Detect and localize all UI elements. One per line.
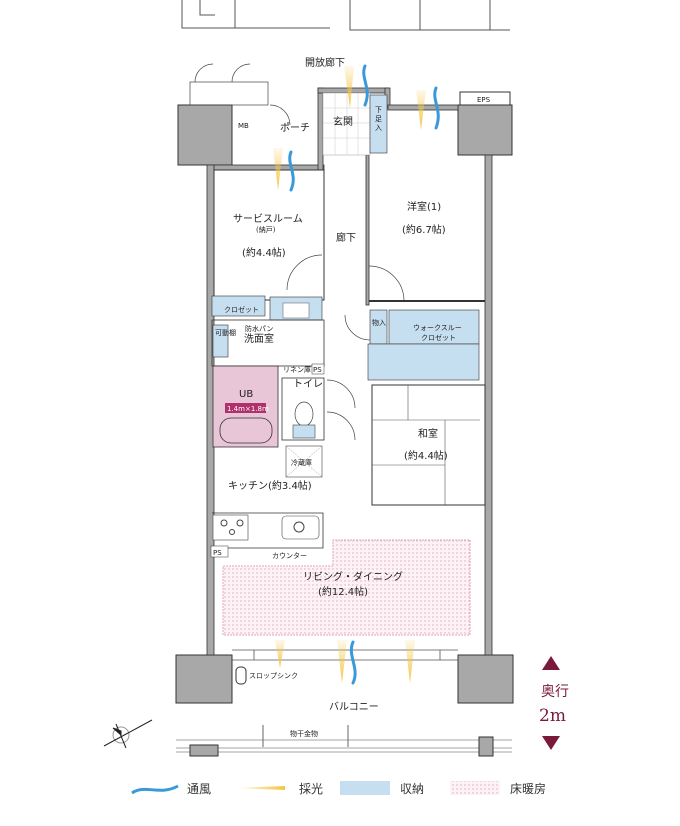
compass-icon [103,719,153,749]
ub-size-tag [225,403,266,413]
arrow-up-icon [542,656,560,670]
floor-heating-swatch [450,781,500,795]
kitchen-counter [212,512,324,549]
depth-indicator: 奥行 2m [539,656,569,750]
label-linen: リネン庫 [283,365,311,374]
light-indicators [273,66,426,683]
label-balcony: バルコニー [329,701,379,713]
walk-through-closet [388,309,480,345]
label-waterproof-pan: 防水パン [245,324,273,333]
movable-shelf [212,324,229,358]
wind-icon [131,784,179,795]
balcony-rail [176,739,512,753]
label-storage: 物入 [372,318,386,327]
label-shoe-storage: 下足入 [375,106,382,132]
legend: 通風 採光 収納 床暖房 [131,781,546,796]
label-service-room-size: (約4.4帖) [242,246,286,259]
label-mb: MB [238,122,249,130]
label-service-room-sub: (納戸) [256,225,276,234]
eps-box [459,91,511,106]
label-movable-shelf: 可動棚 [215,328,236,337]
label-depth: 奥行 [541,683,569,700]
label-wtc-2: クロゼット [421,333,456,342]
label-ps2: PS [213,549,222,557]
wind-indicators [288,64,440,685]
label-ps: PS [313,366,322,374]
label-service-room: サービスルーム [233,213,303,225]
label-slop-sink: スロップシンク [249,672,298,680]
label-eps: EPS [477,96,491,104]
mb-doors [189,63,291,126]
entrance-tiles [323,93,370,155]
label-wtc-1: ウォークスルー [413,324,462,332]
label-entrance: 玄関 [333,115,353,128]
label-hallway: 廊下 [336,231,356,244]
service-room [213,169,325,301]
label-japanese-room: 和室 [418,427,438,440]
pillars [175,104,514,704]
light-icon [235,786,285,790]
closet [211,295,266,317]
label-fridge: 冷蔵庫 [291,458,312,467]
floor-heating-area [222,539,471,636]
label-ub-size: 1.4m×1.8m [227,405,269,413]
label-kitchen: キッチン(約3.4帖) [228,479,312,492]
entrance-floor [322,92,371,156]
kitchen-sink-icon [281,515,320,540]
label-living-size: (約12.4帖) [318,585,368,598]
label-corridor: 開放廊下 [305,56,345,69]
arrow-down-icon [542,736,560,750]
label-counter: カウンター [272,551,307,560]
toilet-room [281,377,325,441]
bathtub-icon [219,417,273,444]
upper-unit-fragment [181,0,510,31]
label-laundry-hardware: 物干金物 [290,729,318,738]
label-ub: UB [239,389,253,400]
legend-light: 採光 [299,782,323,796]
japanese-room [371,384,486,506]
shoe-storage [369,94,388,154]
label-closet: クロゼット [224,305,259,314]
label-western-room-size: (約6.7帖) [402,223,446,236]
toilet-icon [294,401,314,427]
storage-swatch [340,781,390,795]
label-western-room: 洋室(1) [407,200,441,213]
label-living: リビング・ダイニング [303,570,403,583]
label-depth-value: 2m [539,706,566,726]
storage [369,309,388,345]
legend-floor-heating: 床暖房 [510,781,546,796]
label-toilet: トイレ [293,379,323,390]
legend-wind: 通風 [187,782,211,796]
legend-storage: 収納 [400,782,424,796]
label-japanese-room-size: (約4.4帖) [404,449,448,462]
slop-sink-icon [235,666,247,685]
label-porch: ポーチ [280,122,310,134]
stove-icon [212,514,249,541]
label-washroom: 洗面室 [244,332,274,345]
